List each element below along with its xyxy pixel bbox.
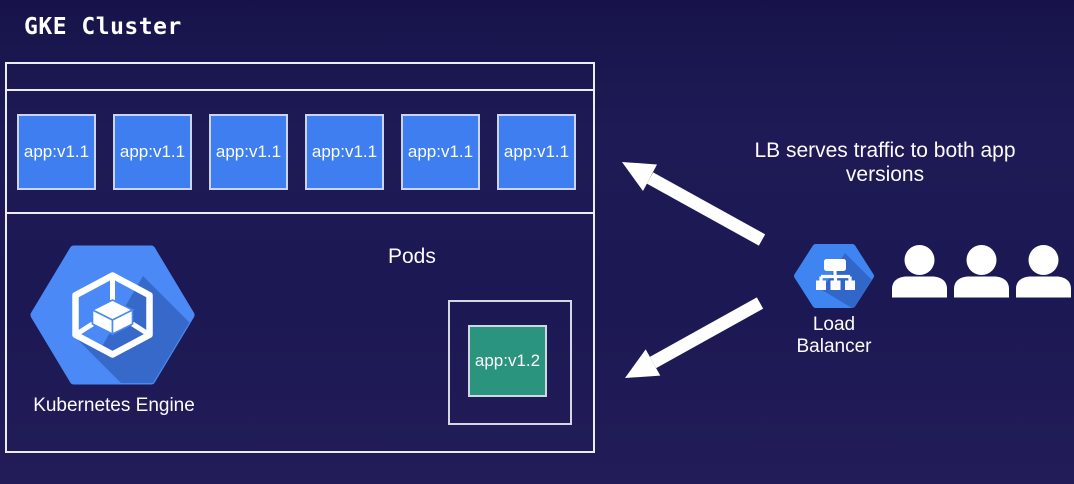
gke-cluster-box: app:v1.1 app:v1.1 app:v1.1 app:v1.1 app:… [5,62,595,453]
arrow-to-pod-v2-icon [625,297,764,378]
page-title: GKE Cluster [24,14,182,40]
cluster-header-divider [7,89,593,91]
pod-v2-outer-box: app:v1.2 [448,300,572,425]
user-icon [1016,245,1071,298]
user-icon [892,245,947,298]
pods-v1-row: app:v1.1 app:v1.1 app:v1.1 app:v1.1 app:… [17,114,576,190]
kubernetes-engine-label: Kubernetes Engine [33,395,195,416]
pod-v1-box: app:v1.1 [305,114,384,190]
lb-annotation-line1: LB serves traffic to both app [754,139,1016,162]
pod-v1-box: app:v1.1 [113,114,192,190]
pod-v2-box: app:v1.2 [468,325,547,397]
pod-v1-box: app:v1.1 [401,114,480,190]
users-group [891,240,1072,298]
pod-v1-box: app:v1.1 [209,114,288,190]
pod-v1-box: app:v1.1 [17,114,96,190]
pods-label: Pods [388,245,436,268]
load-balancer-label-line2: Balancer [796,336,872,358]
lb-annotation: LB serves traffic to both app versions [724,139,1046,187]
pods-section-divider [7,212,593,214]
kubernetes-engine-icon [30,245,195,385]
user-icon [954,245,1009,298]
load-balancer-icon [794,244,874,308]
pod-v1-box: app:v1.1 [497,114,576,190]
lb-annotation-line2: versions [845,162,925,186]
load-balancer-label: Load Balancer [772,314,896,359]
load-balancer-label-line1: Load [812,314,856,335]
